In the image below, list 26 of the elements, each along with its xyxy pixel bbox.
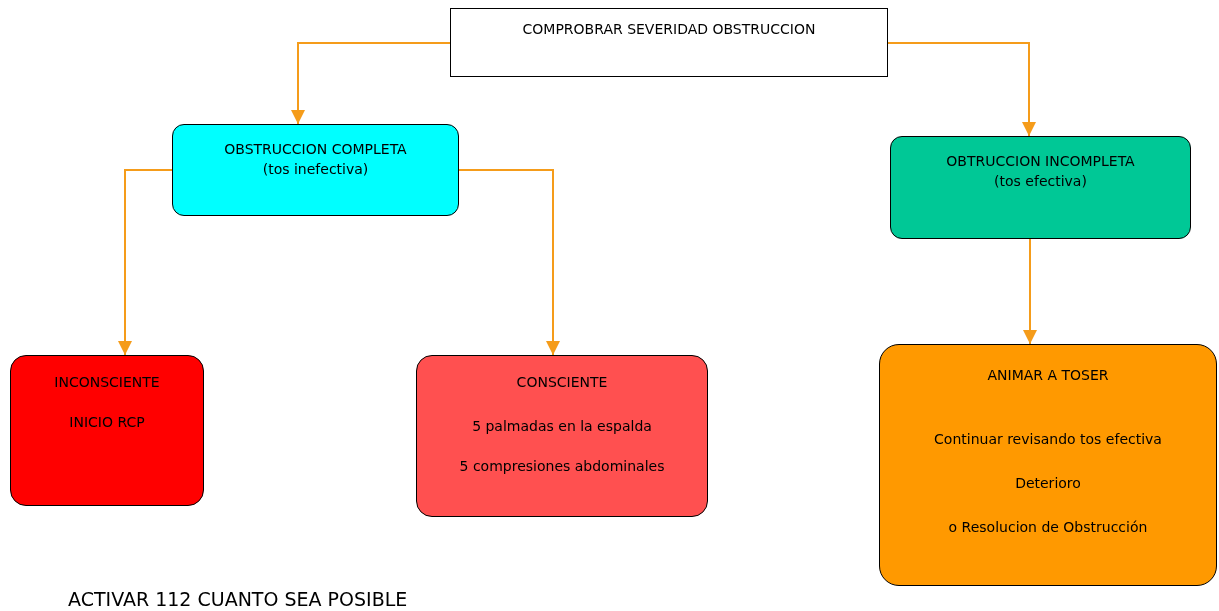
arrow: [291, 42, 451, 125]
node-text: Continuar revisando tos efectiva: [934, 431, 1162, 447]
arrow: [118, 169, 173, 356]
process-box: [10, 355, 204, 506]
process-box: [879, 344, 1217, 586]
process-box: [890, 136, 1191, 239]
process-box: [172, 124, 459, 216]
process-box: [416, 355, 708, 517]
arrow: [458, 169, 560, 356]
node-text: INICIO RCP: [69, 414, 145, 430]
node-text: 5 compresiones abdominales: [459, 458, 665, 474]
arrow: [887, 42, 1036, 137]
node-title: INCONSCIENTE: [54, 374, 160, 390]
note-text: ACTIVAR 112 CUANTO SEA POSIBLE: [68, 588, 408, 610]
node-title: OBSTRUCCION COMPLETA: [224, 141, 407, 157]
node-text: o Resolucion de Obstrucción: [948, 519, 1148, 535]
node-text: 5 palmadas en la espalda: [472, 418, 652, 434]
node-title: COMPROBRAR SEVERIDAD OBSTRUCCION: [522, 21, 816, 37]
arrow: [1023, 238, 1037, 345]
node-title: CONSCIENTE: [516, 374, 608, 390]
node-title: ANIMAR A TOSER: [987, 367, 1109, 383]
node-title: OBTRUCCION INCOMPLETA: [946, 153, 1135, 169]
node-text: Deterioro: [1015, 475, 1081, 491]
node-text: (tos efectiva): [994, 173, 1087, 189]
node-text: (tos inefectiva): [262, 161, 369, 177]
check-box: [450, 8, 888, 77]
